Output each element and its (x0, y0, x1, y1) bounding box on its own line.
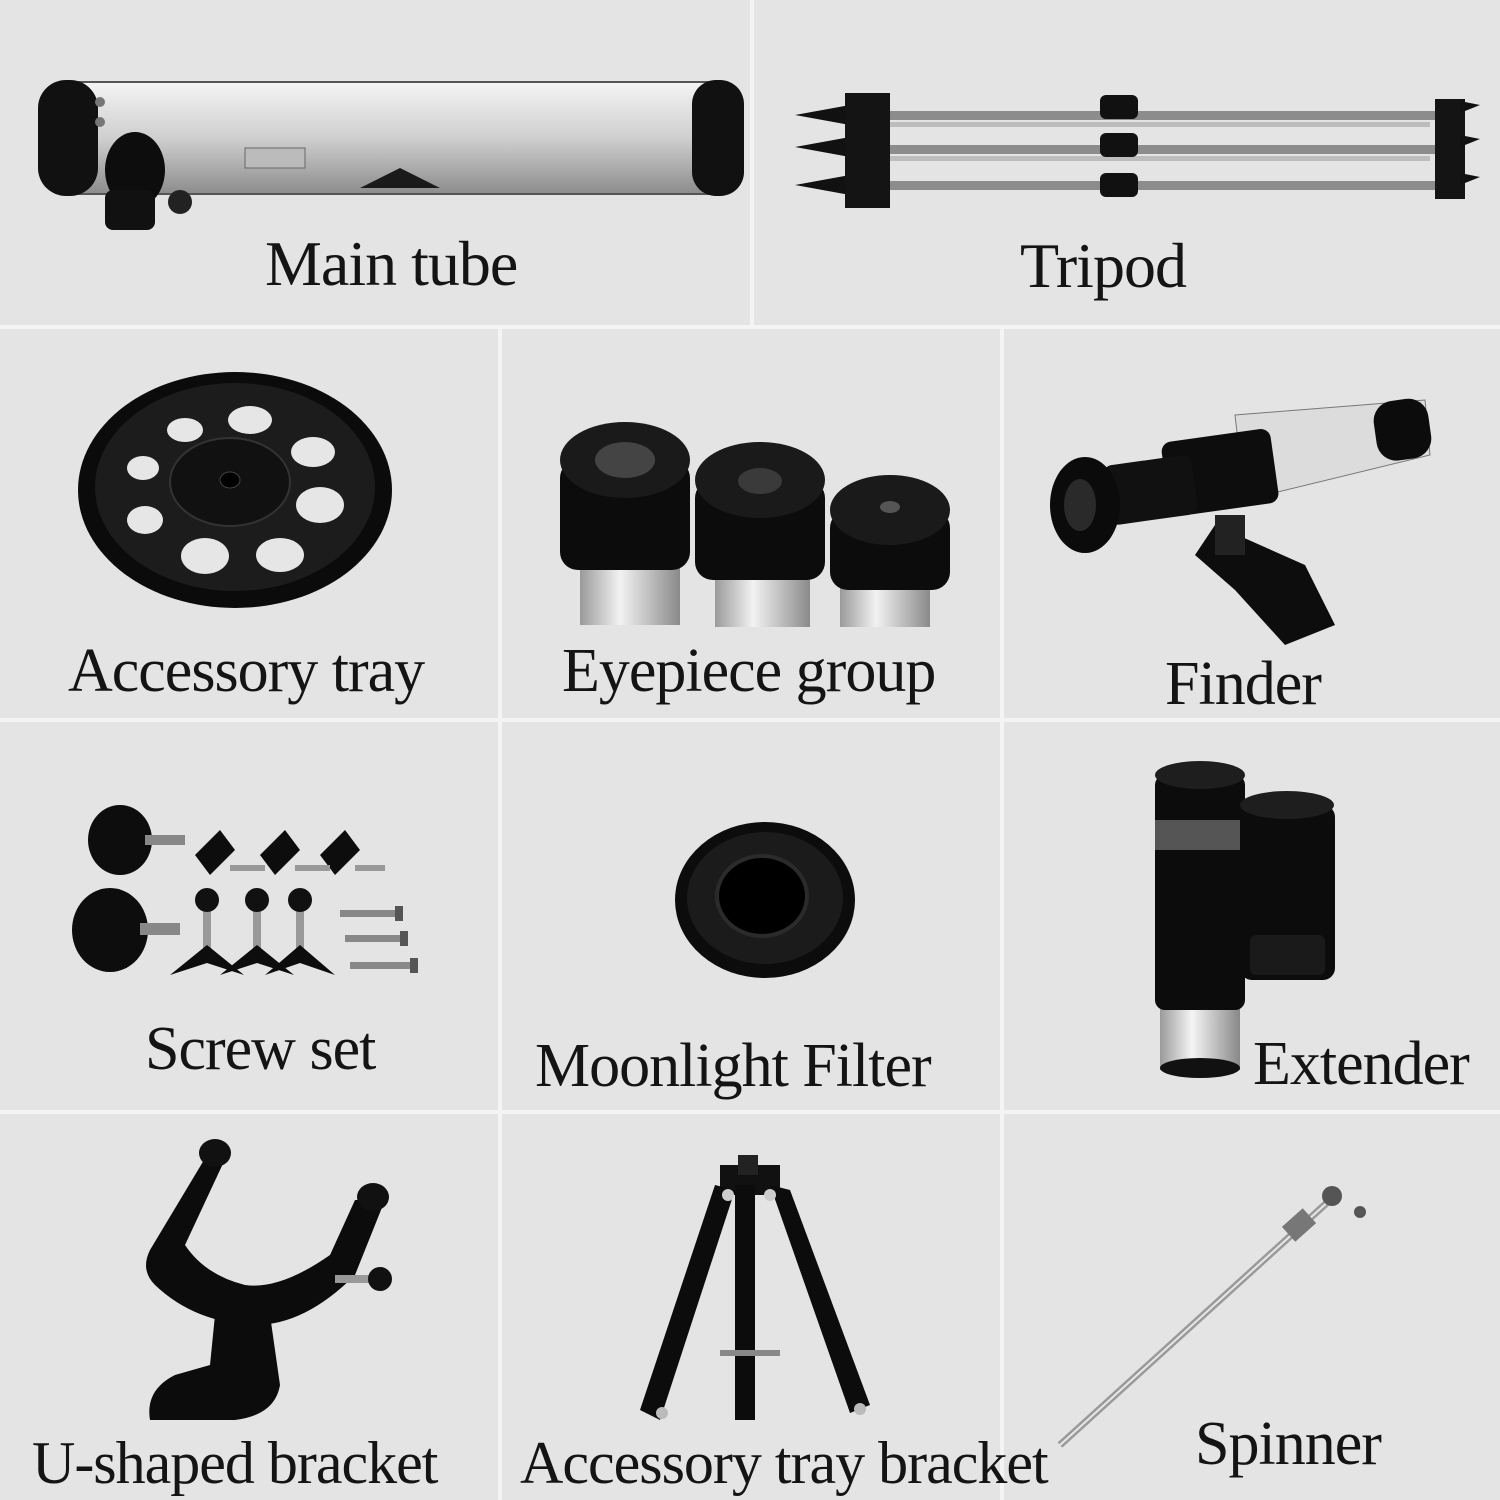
accessory-tray-icon (78, 372, 392, 608)
item-label: U-shaped bracket (32, 1430, 438, 1496)
item-label: Accessory tray bracket (520, 1430, 1049, 1496)
item-label: Main tube (265, 228, 518, 299)
item-label: Moonlight Filter (535, 1032, 932, 1100)
tripod-legs-icon (795, 93, 1480, 208)
u-bracket-icon (146, 1139, 392, 1420)
item-label: Tripod (1020, 230, 1187, 301)
horizontal-divider-2 (0, 718, 1500, 722)
moonlight-filter-icon (675, 822, 855, 978)
main-tube-icon (38, 80, 744, 230)
horizontal-divider-3 (0, 1110, 1500, 1114)
vertical-divider-top (750, 0, 754, 325)
eyepiece-group-icon (560, 422, 950, 627)
vertical-divider-left (498, 325, 502, 1500)
item-label: Accessory tray (68, 637, 425, 705)
item-label: Extender (1253, 1030, 1470, 1098)
vertical-divider-right (1000, 325, 1004, 1500)
horizontal-divider-1 (0, 325, 1500, 329)
item-label: Finder (1165, 650, 1322, 718)
tray-bracket-icon (640, 1155, 870, 1420)
screw-set-icon (72, 805, 418, 975)
item-label: Screw set (145, 1015, 376, 1083)
barlow-extender-icon (1155, 761, 1335, 1078)
item-label: Eyepiece group (562, 637, 936, 705)
finder-scope-icon (1050, 398, 1432, 645)
spinner-rod-icon (1057, 1186, 1366, 1448)
item-label: Spinner (1195, 1410, 1382, 1478)
